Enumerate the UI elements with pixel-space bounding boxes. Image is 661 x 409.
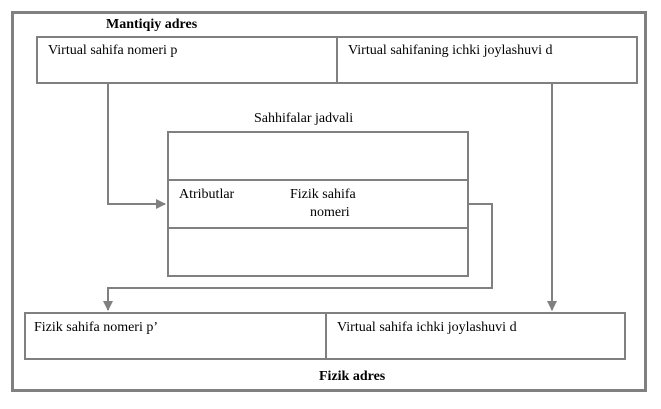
logical-address-title: Mantiqiy adres [106,17,198,32]
physical-frame-number-cell: Fizik sahifa nomeri p’ [26,314,327,358]
physical-offset-label: Virtual sahifa ichki joylashuvi d [337,320,517,335]
logical-offset-cell: Virtual sahifaning ichki joylashuvi d [340,38,636,82]
frame-number-label-line2: nomeri [310,205,350,220]
page-table-box: Atributlar Fizik sahifa nomeri [167,131,469,277]
arrow-page-number-to-table [107,84,166,209]
page-table-row-entry: Atributlar Fizik sahifa nomeri [169,181,467,229]
physical-address-title: Fizik adres [319,369,386,384]
arrow-table-to-physical-frame [103,203,493,311]
logical-offset-label: Virtual sahifaning ichki joylashuvi d [348,43,553,58]
logical-address-box: Virtual sahifa nomeri p Virtual sahifani… [36,36,638,84]
logical-page-number-cell: Virtual sahifa nomeri p [38,38,338,82]
physical-offset-cell: Virtual sahifa ichki joylashuvi d [329,314,624,358]
physical-frame-number-label: Fizik sahifa nomeri p’ [34,320,159,335]
attributes-label: Atributlar [179,187,235,202]
physical-address-box: Fizik sahifa nomeri p’ Virtual sahifa ic… [24,312,626,360]
page-table-row-top [169,133,467,181]
logical-page-number-label: Virtual sahifa nomeri p [48,43,178,58]
page-table-title: Sahhifalar jadvali [254,111,354,126]
diagram-frame [11,11,647,392]
frame-number-label-line1: Fizik sahifa [290,187,356,202]
